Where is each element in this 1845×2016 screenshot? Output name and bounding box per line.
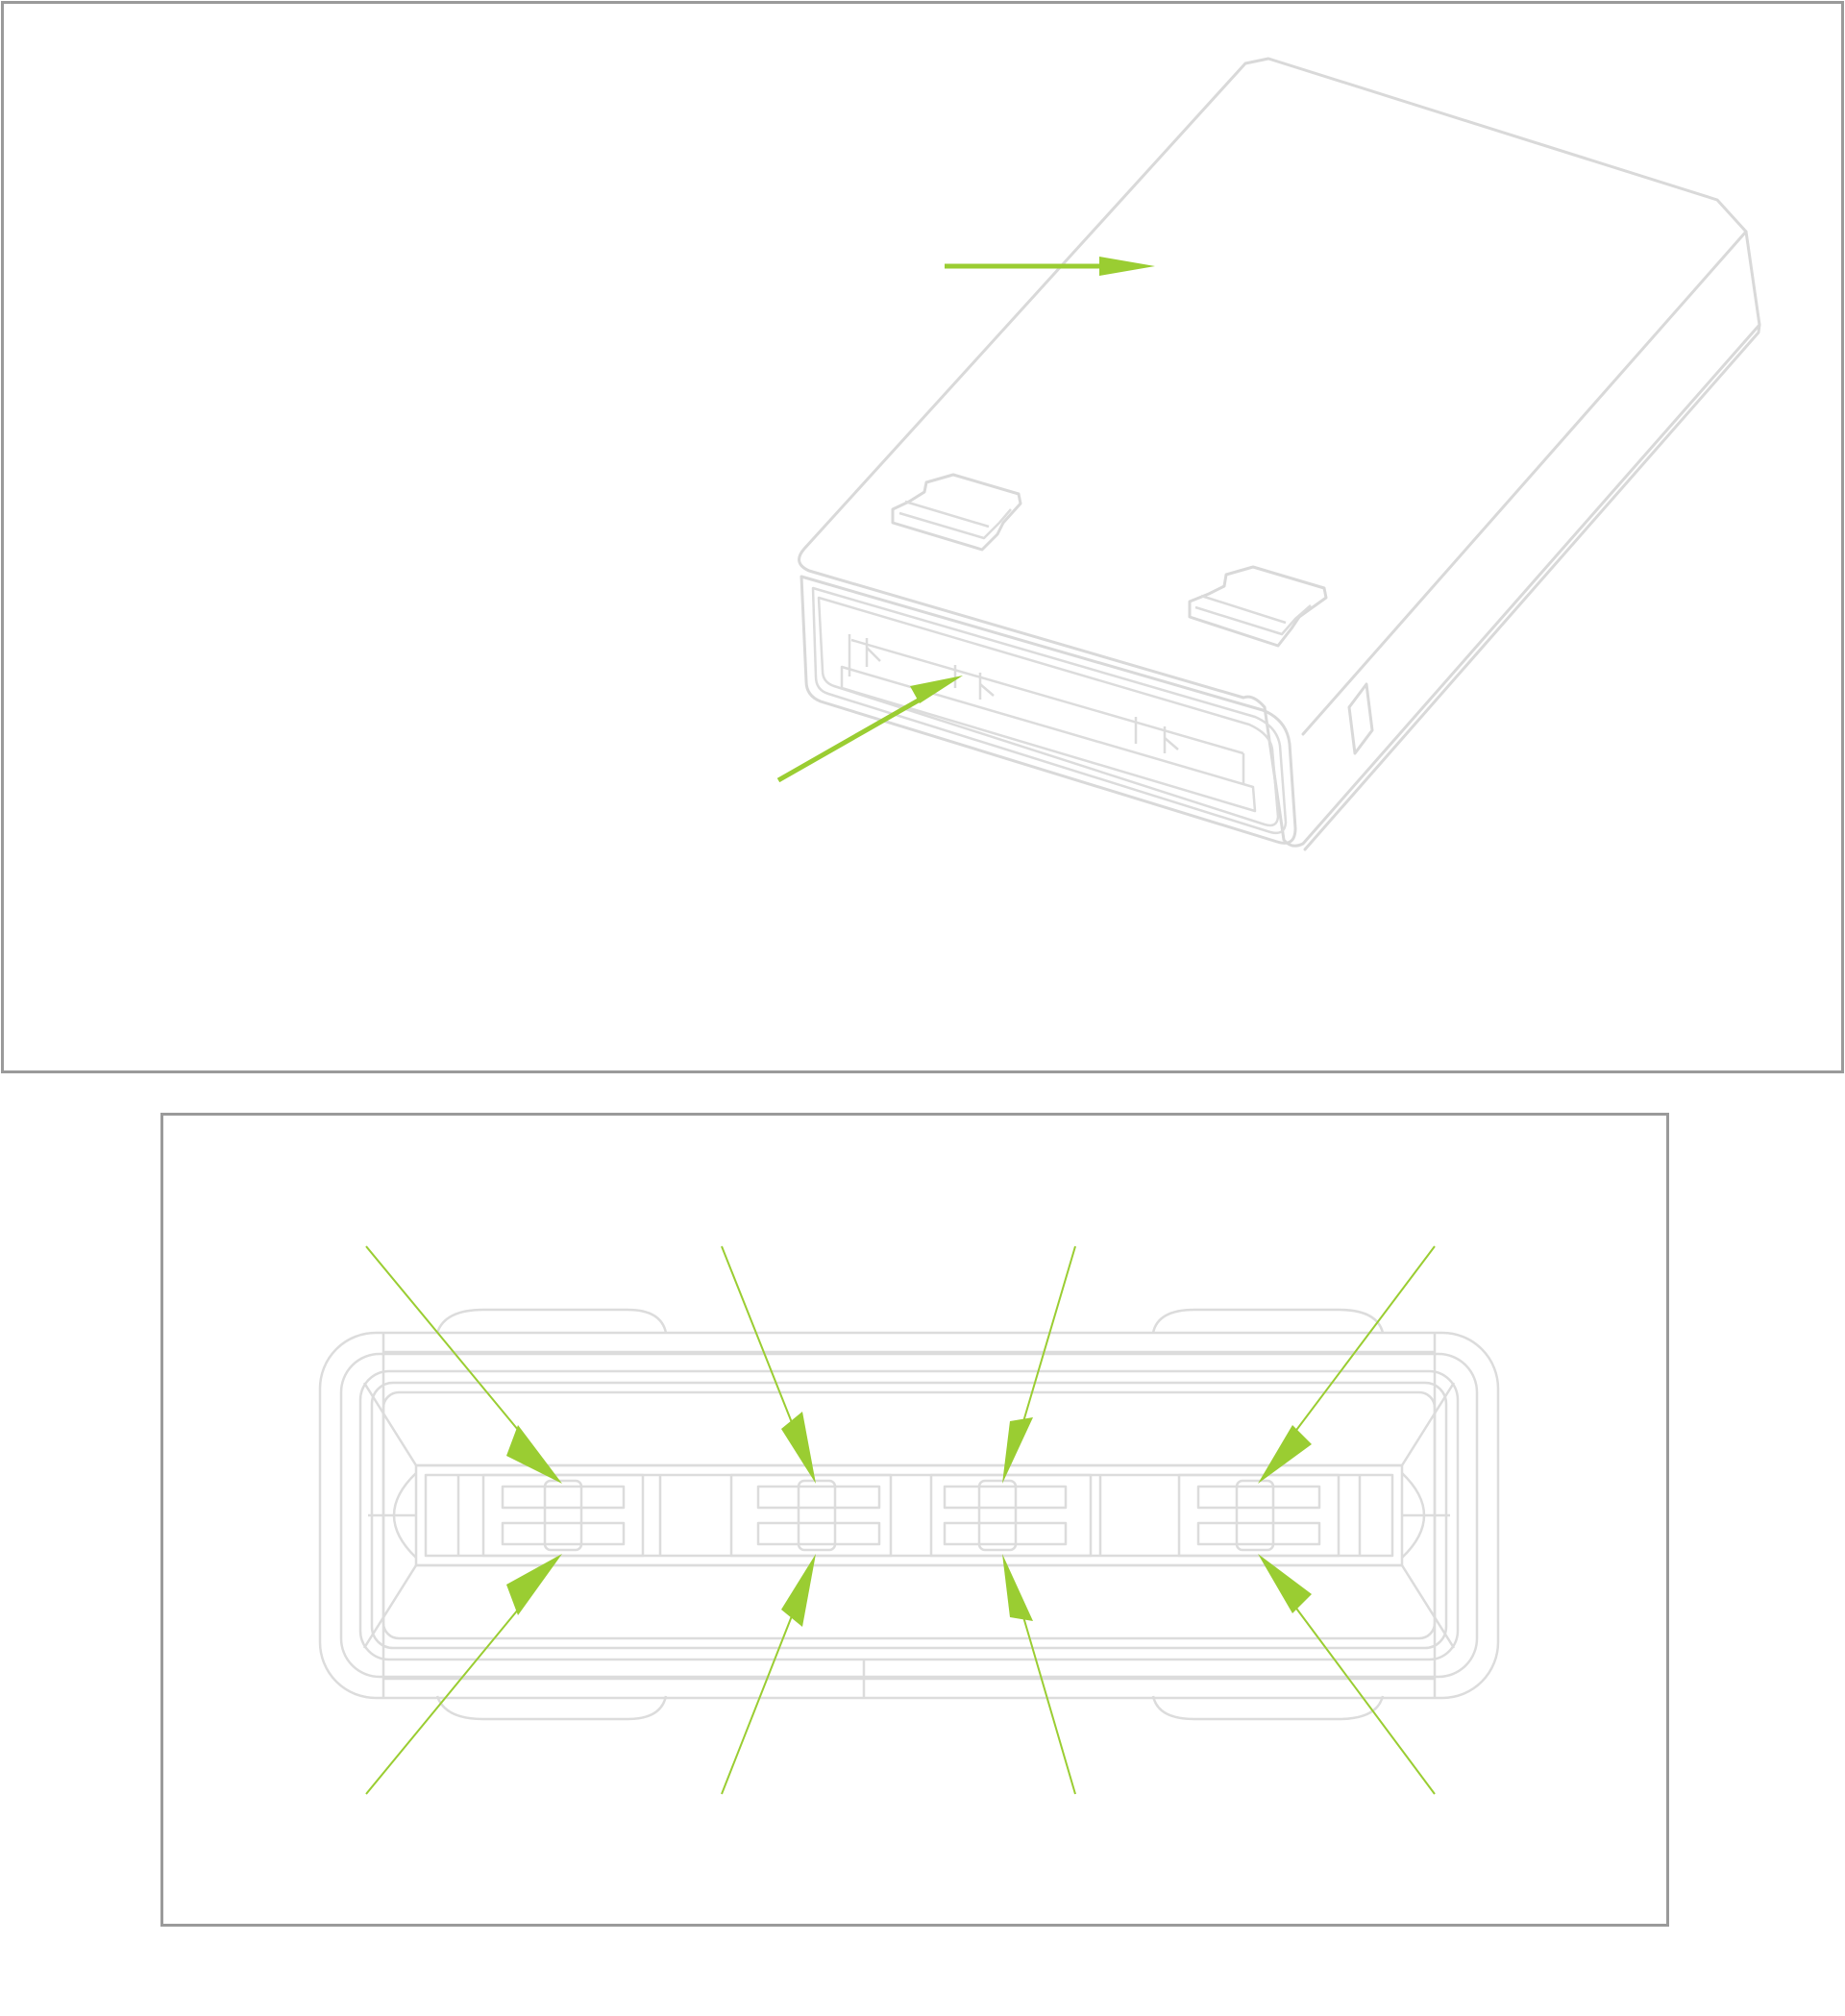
arrow-pin-1-top [365,1245,562,1484]
arrow-pin-4-top [1258,1245,1436,1484]
connector-top-face [798,57,1761,848]
arrow-pin-1-bottom [365,1554,562,1795]
front-view-panel [160,1113,1669,1927]
latch-tab-right [1188,565,1328,648]
arrow-to-front-opening [776,676,963,783]
arrow-pin-4-bottom [1258,1554,1436,1795]
contact-pin-1 [481,1473,645,1558]
contact-pin-2 [729,1473,893,1558]
arrow-pin-3-bottom [1002,1554,1076,1795]
isometric-view-panel [1,1,1844,1073]
arrow-pin-2-bottom [721,1554,816,1795]
side-slot [1347,682,1374,755]
arrow-pin-2-top [721,1245,816,1484]
latch-tab-left [891,473,1022,552]
contact-pin-4 [1177,1473,1341,1558]
usb-connector-front-drawing [318,1245,1500,1795]
contact-pin-3 [929,1473,1093,1558]
connector-front-opening [800,575,1297,845]
usb-connector-isometric-drawing [776,57,1761,851]
connector-outer-shell [318,1331,1500,1700]
arrow-to-top-face [945,257,1155,276]
arrow-pin-3-top [1002,1245,1076,1484]
